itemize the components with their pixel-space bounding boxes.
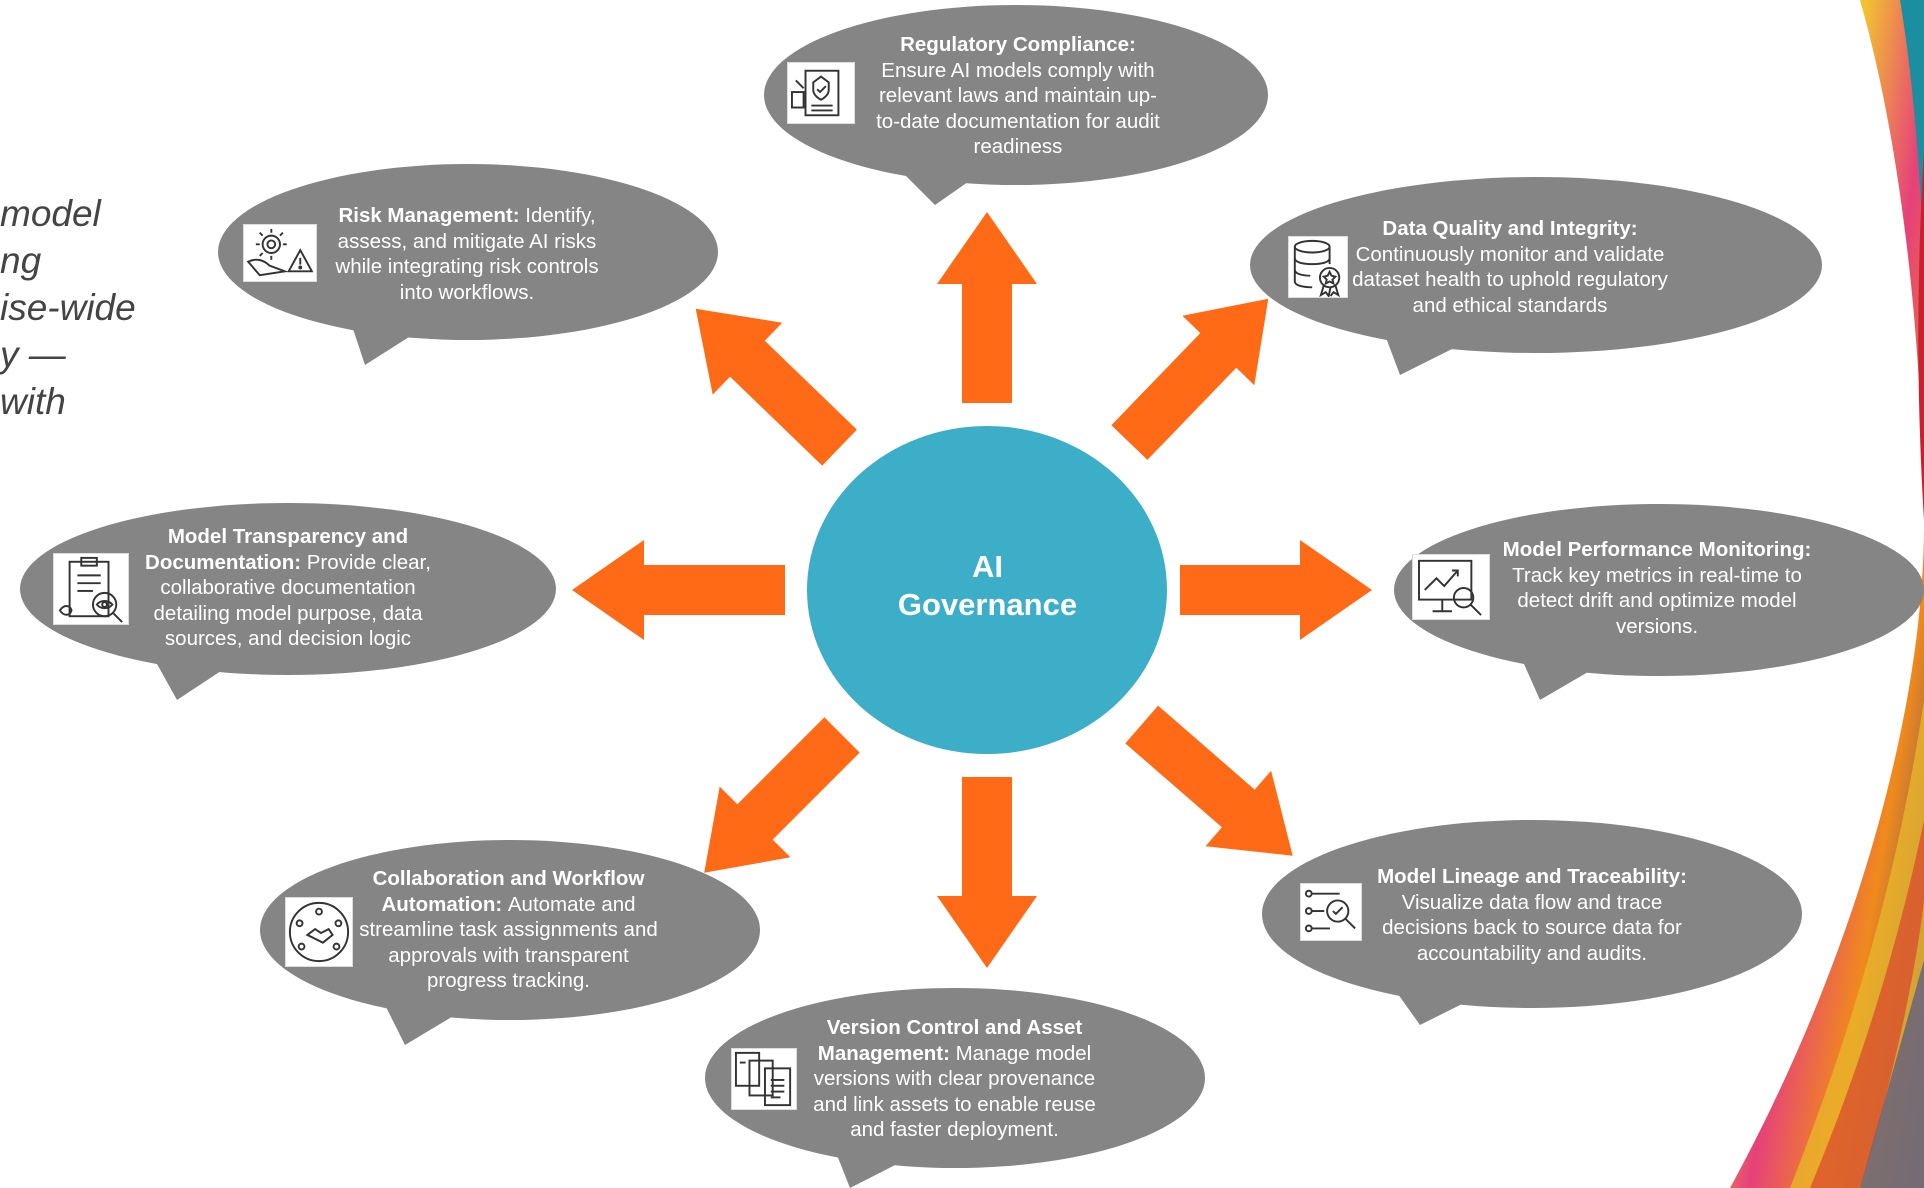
risk-gear-icon — [243, 224, 317, 282]
bubble-body — [218, 164, 718, 340]
node-description: Identify, assess, and mitigate AI risks … — [335, 204, 599, 304]
bubble-tail — [1395, 990, 1470, 1025]
decorative-background — [1730, 0, 1924, 1188]
node-description: Continuously monitor and validate datase… — [1352, 242, 1668, 317]
bubble-body — [764, 5, 1268, 185]
node-model-performance: Model Performance Monitoring: Track key … — [1497, 537, 1817, 639]
bubble-tail — [350, 320, 420, 365]
node-version-control: Version Control and Asset Management: Ma… — [802, 1015, 1107, 1143]
bubble-body — [705, 988, 1205, 1168]
speech-bubble-model-transparency — [20, 503, 556, 700]
arrow-down — [937, 777, 1037, 968]
node-model-lineage: Model Lineage and Traceability: Visualiz… — [1372, 864, 1692, 966]
node-title: Risk Management: — [338, 204, 526, 227]
bubbles-group — [20, 5, 1924, 1188]
node-regulatory-compliance: Regulatory Compliance: Ensure AI models … — [868, 32, 1168, 160]
speech-bubble-model-lineage — [1262, 820, 1802, 1025]
bubble-body — [1262, 820, 1802, 1008]
lineage-search-icon — [1300, 883, 1362, 941]
arrows-group — [572, 212, 1372, 968]
side-text-block: model ng ise-wide y — with — [0, 190, 160, 425]
node-title: Data Quality and Integrity: — [1382, 217, 1638, 240]
node-title: Model Lineage and Traceability: — [1377, 865, 1687, 888]
node-title: Model Performance Monitoring: — [1502, 538, 1812, 561]
arrow-up — [937, 212, 1037, 403]
node-data-quality: Data Quality and Integrity: Continuously… — [1350, 216, 1670, 318]
side-text-line: model — [0, 193, 101, 234]
bubble-tail — [895, 165, 985, 205]
speech-bubble-model-performance — [1394, 504, 1924, 700]
hub-label-line: Governance — [897, 587, 1078, 622]
arrow-right — [1180, 540, 1372, 640]
arrow-up-left — [695, 308, 857, 466]
bubble-body — [260, 840, 760, 1020]
hub-label-line: AI — [972, 549, 1003, 584]
monitor-chart-icon — [1412, 554, 1490, 620]
side-text-line: ise-wide — [0, 287, 136, 328]
bubble-tail — [835, 1150, 905, 1188]
side-text-line: y — — [0, 334, 66, 375]
node-description: Visualize data flow and trace decisions … — [1382, 890, 1682, 965]
node-description: Automate and streamline task assignments… — [359, 892, 658, 993]
bubble-body — [1250, 177, 1822, 353]
side-text-line: with — [0, 381, 66, 422]
bubble-body — [20, 503, 556, 675]
node-title: Model Transparency and Documentation: — [145, 525, 409, 574]
node-description: Track key metrics in real-time to detect… — [1512, 563, 1802, 638]
bubble-tail — [1385, 335, 1460, 375]
database-badge-icon — [1288, 236, 1348, 298]
arrow-down-left — [704, 717, 860, 873]
speech-bubble-data-quality — [1250, 177, 1822, 375]
node-description: Ensure AI models comply with relevant la… — [876, 58, 1160, 159]
node-risk-management: Risk Management: Identify, assess, and m… — [322, 203, 612, 305]
hub-circle — [807, 426, 1167, 754]
node-model-transparency: Model Transparency and Documentation: Pr… — [138, 524, 438, 652]
arrow-up-right — [1111, 298, 1269, 460]
speech-bubble-version-control — [705, 988, 1205, 1188]
speech-bubble-risk-management — [218, 164, 718, 365]
bubble-tail — [1520, 655, 1600, 700]
side-text-line: ng — [0, 240, 42, 281]
node-description: Manage model versions with clear provena… — [813, 1041, 1096, 1142]
node-title: Version Control and Asset Management: — [817, 1016, 1083, 1065]
node-title: Collaboration and Workflow Automation: — [372, 867, 645, 916]
node-description: Provide clear, collaborative documentati… — [153, 550, 431, 651]
speech-bubble-regulatory-compliance — [764, 5, 1268, 205]
clipboard-eye-icon — [53, 553, 129, 625]
node-collaboration: Collaboration and Workflow Automation: A… — [356, 866, 661, 994]
bubble-tail — [385, 1005, 460, 1045]
bubble-body — [1394, 504, 1924, 676]
bubble-tail — [152, 655, 230, 700]
arrow-left — [572, 540, 785, 640]
legal-document-icon — [787, 62, 855, 124]
speech-bubble-collaboration — [260, 840, 760, 1045]
hub-label: AI Governance — [810, 548, 1165, 624]
documents-stack-icon — [731, 1048, 797, 1110]
handshake-network-icon — [285, 897, 353, 967]
node-title: Regulatory Compliance: — [900, 33, 1136, 56]
arrow-down-right — [1125, 705, 1293, 856]
